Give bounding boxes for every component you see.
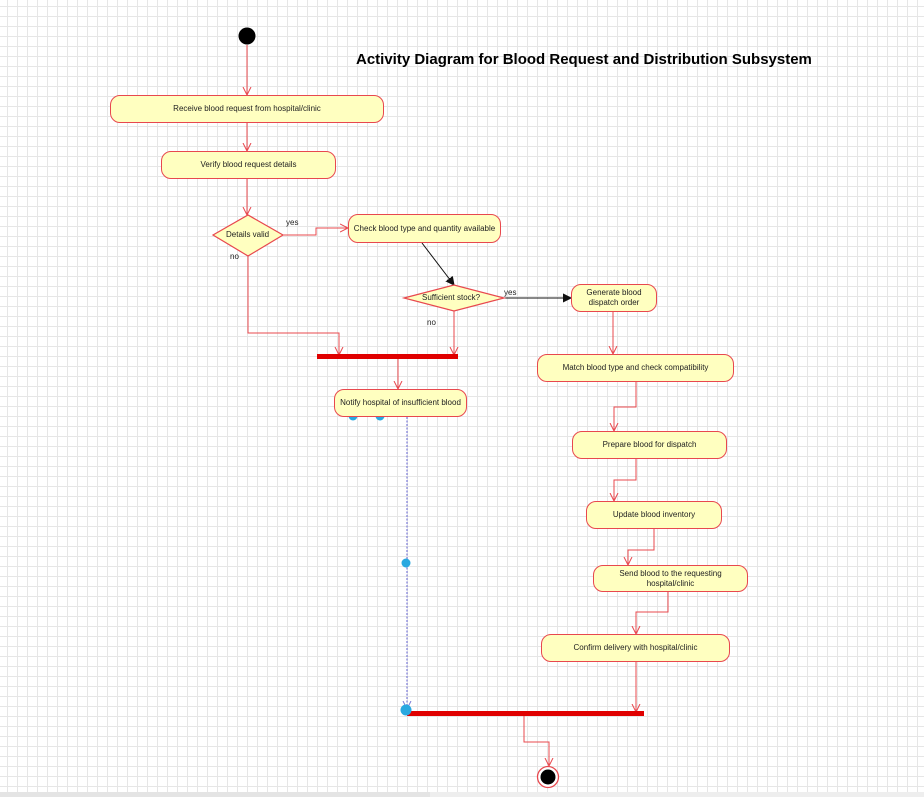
decision-details-valid[interactable] <box>211 214 285 257</box>
guard-stock-yes: yes <box>504 288 517 297</box>
edge-send-confirm[interactable] <box>636 591 669 634</box>
edge-match-prepare[interactable] <box>614 382 637 431</box>
guard-details-yes: yes <box>286 218 299 227</box>
decision-sufficient-stock[interactable] <box>401 284 507 312</box>
edge-prepare-update[interactable] <box>614 459 637 501</box>
final-node[interactable] <box>536 765 560 789</box>
activity-check-stock[interactable]: Check blood type and quantity available <box>348 214 501 243</box>
activity-confirm-delivery[interactable]: Confirm delivery with hospital/clinic <box>541 634 730 662</box>
activity-prepare-dispatch[interactable]: Prepare blood for dispatch <box>572 431 727 459</box>
horizontal-scrollbar[interactable] <box>0 792 924 797</box>
edge-check-stock[interactable] <box>421 242 454 285</box>
activity-receive-request[interactable]: Receive blood request from hospital/clin… <box>110 95 384 123</box>
edge-join-end[interactable] <box>523 715 549 766</box>
activity-send-blood[interactable]: Send blood to the requesting hospital/cl… <box>593 565 748 592</box>
activity-generate-order[interactable]: Generate blood dispatch order <box>571 284 657 312</box>
selected-edge-notify-join[interactable] <box>353 415 407 709</box>
initial-node[interactable] <box>238 27 256 45</box>
guard-details-no: no <box>230 252 239 261</box>
edge-handle[interactable] <box>400 704 412 716</box>
fork-bar[interactable] <box>317 354 458 359</box>
diagram-title: Activity Diagram for Blood Request and D… <box>356 51 812 68</box>
edge-valid-yes[interactable] <box>283 228 348 236</box>
edge-handle[interactable] <box>401 558 411 568</box>
activity-notify-insufficient[interactable]: Notify hospital of insufficient blood <box>334 389 467 417</box>
decision-details-valid-label: Details valid <box>226 230 270 239</box>
activity-verify-details[interactable]: Verify blood request details <box>161 151 336 179</box>
activity-match-blood[interactable]: Match blood type and check compatibility <box>537 354 734 382</box>
join-bar[interactable] <box>407 711 644 716</box>
activity-update-inventory[interactable]: Update blood inventory <box>586 501 722 529</box>
edge-valid-no[interactable] <box>247 256 339 355</box>
guard-stock-no: no <box>427 318 436 327</box>
edge-update-send[interactable] <box>628 529 655 565</box>
decision-sufficient-stock-label: Sufficient stock? <box>422 293 481 302</box>
